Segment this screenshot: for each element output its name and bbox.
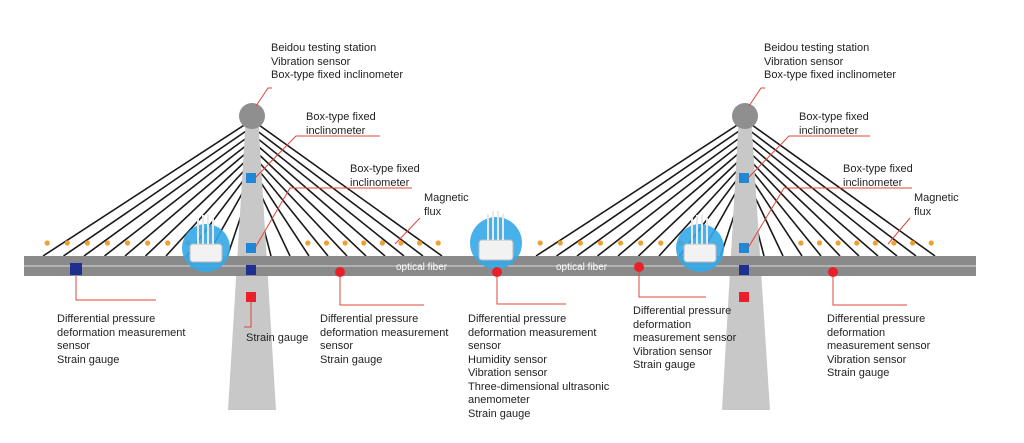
optical-fiber-label-right: optical fiber — [556, 262, 608, 273]
magnetic-flux-sensors — [44, 240, 934, 246]
stay-cable — [576, 133, 746, 257]
center-red-sensor — [492, 267, 502, 277]
magnetic-flux-dot — [323, 240, 330, 246]
magnetic-flux-dot — [638, 240, 644, 246]
left-inclinometer-upper — [246, 173, 256, 183]
magnetic-flux-dot — [798, 240, 804, 246]
magnetic-flux-dot — [597, 240, 604, 246]
left-tower-strain-square — [246, 265, 256, 275]
stay-cables — [42, 119, 936, 257]
stay-cable — [251, 147, 367, 257]
stay-cable — [165, 161, 253, 257]
magnetic-flux-dot — [361, 240, 367, 246]
stay-cable — [535, 119, 746, 257]
right-inclinometer-lower — [739, 243, 749, 253]
stay-cable — [251, 161, 329, 257]
left-tower-strain-label: Strain gauge — [246, 332, 309, 344]
left-span-strain-square — [70, 263, 82, 275]
weather-station-right — [676, 215, 724, 272]
stay-cable — [744, 126, 917, 257]
magnetic-flux-dot — [416, 240, 423, 246]
stay-cable — [251, 140, 386, 257]
right-tower-top — [732, 103, 758, 129]
stay-cable — [251, 133, 405, 257]
magnetic-flux-dot — [891, 240, 897, 246]
magnetic-flux-dot — [305, 240, 311, 246]
right-span-red-sensor — [828, 267, 838, 277]
stay-cable — [597, 140, 746, 257]
callout-lines — [75, 87, 912, 328]
stay-cable — [124, 147, 253, 257]
weather-station-center — [470, 211, 522, 269]
left-inclinometer-lower — [246, 243, 256, 253]
magnetic-flux-dot — [379, 240, 385, 246]
magnetic-flux-dot — [928, 240, 934, 246]
stay-cable — [251, 126, 424, 257]
stay-cable — [744, 154, 841, 257]
weather-station-left — [182, 215, 230, 272]
magnetic-flux-dot — [617, 240, 624, 246]
magnetic-flux-dot — [165, 240, 171, 246]
stay-cable — [42, 119, 253, 257]
magnetic-flux-dot — [658, 240, 664, 246]
magnetic-flux-dot — [835, 240, 841, 246]
right-tower-strain-square — [739, 265, 749, 275]
magnetic-flux-dot — [44, 240, 50, 246]
magnetic-flux-dot — [64, 240, 70, 246]
right-tower-red-square — [739, 292, 749, 302]
left-tower-top — [239, 103, 265, 129]
stay-cable — [556, 126, 746, 257]
magnetic-flux-dot — [872, 240, 878, 246]
magnetic-flux-dot — [145, 240, 151, 246]
magnetic-flux-dot — [537, 240, 543, 246]
magnetic-flux-dot — [909, 240, 916, 246]
magnetic-flux-dot — [398, 240, 404, 246]
stay-cable — [144, 154, 253, 257]
stay-cable — [637, 154, 746, 257]
stay-cable — [63, 126, 253, 257]
stay-cable — [104, 140, 253, 257]
stay-cable — [617, 147, 746, 257]
right-inclinometer-upper — [739, 173, 749, 183]
magnetic-flux-dot — [577, 240, 583, 246]
stay-cable — [744, 140, 879, 257]
stay-cable — [744, 133, 898, 257]
magnetic-flux-dot — [104, 240, 111, 246]
magnetic-flux-dot — [854, 240, 860, 246]
magnetic-flux-dot — [816, 240, 823, 246]
stay-cable — [251, 154, 348, 257]
right-mid-red-sensor — [634, 262, 644, 272]
left-tower-red-square — [246, 292, 256, 302]
stay-cable — [83, 133, 253, 257]
magnetic-flux-dot — [84, 240, 90, 246]
magnetic-flux-dot — [124, 240, 131, 246]
magnetic-flux-dot — [342, 240, 348, 246]
stay-cable — [744, 147, 860, 257]
optical-fiber-label-left: optical fiber — [396, 262, 448, 273]
stay-cable — [744, 161, 822, 257]
stay-cable — [658, 161, 746, 257]
magnetic-flux-dot — [435, 240, 441, 246]
left-mid-red-sensor — [335, 267, 345, 277]
magnetic-flux-dot — [557, 240, 563, 246]
